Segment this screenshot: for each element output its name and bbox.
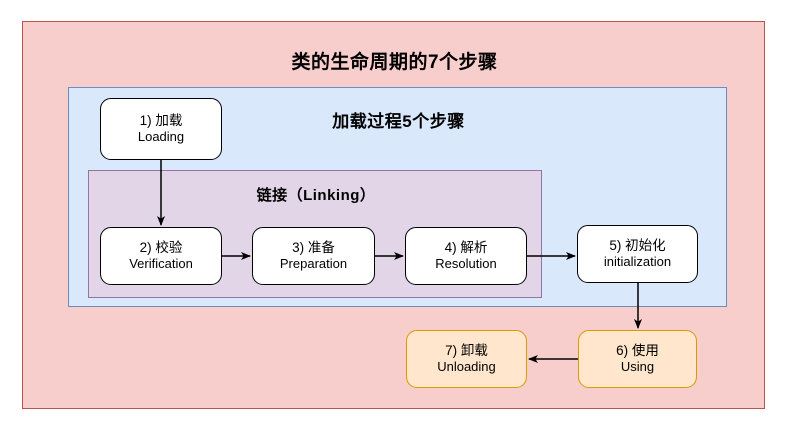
node-preparation-label-en: Preparation xyxy=(279,256,348,272)
node-resolution-label-cn: 4) 解析 xyxy=(444,240,488,256)
node-using-label-cn: 6) 使用 xyxy=(616,343,659,359)
node-verification-label-cn: 2) 校验 xyxy=(139,240,183,256)
node-unloading-label-en: Unloading xyxy=(437,359,496,375)
node-verification[interactable]: 2) 校验 Verification xyxy=(100,227,222,285)
region-title-class-lifecycle: 类的生命周期的7个步骤 xyxy=(291,52,498,73)
node-resolution[interactable]: 4) 解析 Resolution xyxy=(405,227,527,285)
node-loading-label-en: Loading xyxy=(137,129,185,145)
node-initialization-label-en: initialization xyxy=(603,254,672,270)
node-loading-label-cn: 1) 加载 xyxy=(139,113,183,129)
region-title-loading-process: 加载过程5个步骤 xyxy=(332,112,465,131)
node-verification-label-en: Verification xyxy=(129,256,193,272)
region-title-linking: 链接（Linking） xyxy=(256,187,376,204)
node-initialization-label-cn: 5) 初始化 xyxy=(609,238,666,254)
node-unloading-label-cn: 7) 卸载 xyxy=(445,343,488,359)
node-loading[interactable]: 1) 加载 Loading xyxy=(100,98,222,160)
node-resolution-label-en: Resolution xyxy=(435,256,497,272)
node-using[interactable]: 6) 使用 Using xyxy=(578,330,697,388)
node-preparation[interactable]: 3) 准备 Preparation xyxy=(252,227,375,285)
node-initialization[interactable]: 5) 初始化 initialization xyxy=(577,225,698,283)
node-using-label-en: Using xyxy=(620,359,655,375)
node-unloading[interactable]: 7) 卸载 Unloading xyxy=(406,330,527,388)
node-preparation-label-cn: 3) 准备 xyxy=(292,240,335,256)
